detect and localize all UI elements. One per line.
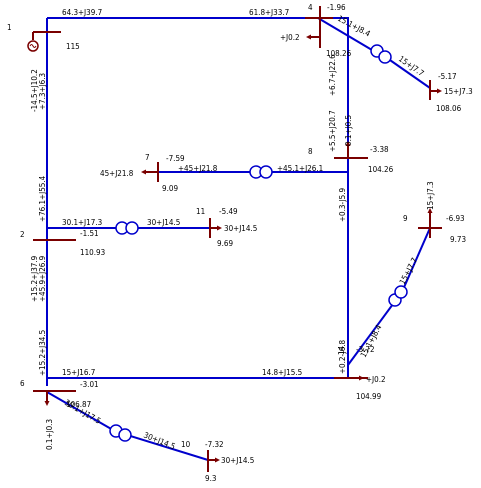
node-8-value: -3.38: [370, 145, 389, 154]
node-1-value: 115: [66, 42, 80, 51]
node-11-load: 30+J14.5: [224, 224, 257, 233]
arrow-icon: [44, 401, 50, 406]
arrow-icon: [217, 225, 222, 231]
transformer-icon: [109, 424, 132, 442]
node-11-id: 11: [196, 207, 205, 216]
flow-label: +45+J21.8: [178, 164, 218, 173]
node-11-value: -5.49: [219, 207, 238, 216]
node-8-id: 8: [308, 147, 313, 156]
transformer-icon: [249, 165, 273, 179]
arrow-icon: [141, 169, 146, 175]
line-4-5-a: [317, 17, 373, 51]
flow-label: 30+J14.5: [142, 431, 176, 452]
line-14-9-a: [347, 303, 394, 366]
node-labels: 1 115 2 -1.51 110.93 4 -1.96 +J0.2 108.2…: [7, 3, 473, 483]
flow-label: 64.3+J39.7: [62, 8, 102, 17]
flow-label: +15.2+J34.5: [38, 330, 47, 376]
node-9-value: -6.93: [446, 214, 465, 223]
node-2-value: -1.51: [80, 229, 99, 238]
line-4-5-b: [386, 57, 431, 89]
flow-label: 14.8+J15.5: [262, 368, 302, 377]
flow-label: +45.1+J26.1: [277, 164, 323, 173]
node-10-load: 30+J14.5: [221, 456, 254, 465]
node-4-load: +J0.2: [280, 33, 300, 42]
node-10-value: -7.32: [205, 440, 224, 449]
flow-label: +76.1+J55.4: [38, 175, 47, 222]
flow-label: +0.2-J6.8: [338, 340, 347, 375]
arrow-icon: [359, 375, 364, 381]
arrow-icon: [215, 457, 220, 463]
flow-label: +45.9+J26.9: [38, 255, 47, 302]
node-14-id: 14: [337, 345, 346, 355]
node-14-value: -3.72: [356, 345, 375, 354]
node-7-load: 45+J21.8: [100, 169, 134, 178]
node-9-extra: 9.73: [450, 235, 466, 244]
node-5-value: -5.17: [438, 72, 457, 81]
transformer-icon: [370, 44, 392, 64]
node-6-load: 0.1+J0.3: [45, 419, 54, 450]
node-7-id: 7: [145, 153, 150, 162]
node-7-extra: 9.09: [162, 184, 178, 193]
node-9-id: 9: [403, 214, 408, 223]
node-6-id: 6: [20, 379, 25, 388]
flow-label: +5.5+J20.7: [328, 110, 337, 152]
node-5-load: 15+J7.3: [444, 87, 473, 96]
load-arrows: [44, 34, 442, 463]
buses: [32, 6, 442, 472]
transformer-icon: [388, 285, 408, 307]
node-4-value: -1.96: [327, 3, 346, 12]
flow-label: +7.3+J6.3: [38, 73, 47, 110]
node-10-extra: 9.3: [205, 474, 216, 483]
node-2-extra: 110.93: [80, 248, 105, 257]
generator-icon: [27, 40, 39, 52]
arrow-icon: [427, 208, 433, 213]
flow-label: 15+J16.7: [62, 368, 95, 377]
lines: [46, 17, 431, 461]
flow-label: 61.8+J33.7: [249, 8, 289, 17]
node-6-extra: 106.87: [66, 400, 91, 409]
arrow-icon: [306, 34, 311, 40]
node-6-value: -3.01: [80, 380, 99, 389]
node-4-id: 4: [308, 3, 313, 12]
flow-label: +15.2+J37.9: [30, 255, 39, 302]
node-5-extra: 108.06: [436, 104, 462, 113]
transformers: [109, 44, 408, 442]
node-4-extra: 108.26: [326, 49, 352, 58]
flow-label: 15+J7.7: [398, 256, 419, 286]
node-8-load: 0.1+J0.5: [344, 115, 353, 146]
transformer-icon: [115, 221, 139, 235]
node-10-id: 10: [181, 440, 191, 449]
arrow-icon: [345, 141, 351, 146]
line-6-10-b: [126, 434, 209, 461]
node-9-load: 15+J7.3: [426, 181, 435, 210]
flow-label: 15.1+J8.4: [336, 14, 372, 39]
node-14-extra: 104.99: [356, 392, 382, 401]
flow-label: 30+J14.5: [147, 218, 180, 227]
flow-label: -14.5+J10.2: [30, 69, 39, 112]
flow-label: 30.1+J17.3: [62, 218, 102, 227]
node-8-extra: 104.26: [368, 165, 394, 174]
line-6-10-a: [46, 391, 114, 431]
arrow-icon: [437, 88, 442, 94]
node-7-value: -7.59: [166, 154, 185, 163]
flow-label: +6.7+J22.6: [328, 54, 337, 96]
node-11-extra: 9.69: [217, 239, 233, 248]
node-14-load: +J0.2: [366, 375, 386, 384]
flow-label: +0.3-J5.9: [338, 188, 347, 223]
node-1-id: 1: [7, 23, 12, 32]
line-14-9-b: [401, 227, 431, 293]
node-2-id: 2: [20, 230, 25, 239]
